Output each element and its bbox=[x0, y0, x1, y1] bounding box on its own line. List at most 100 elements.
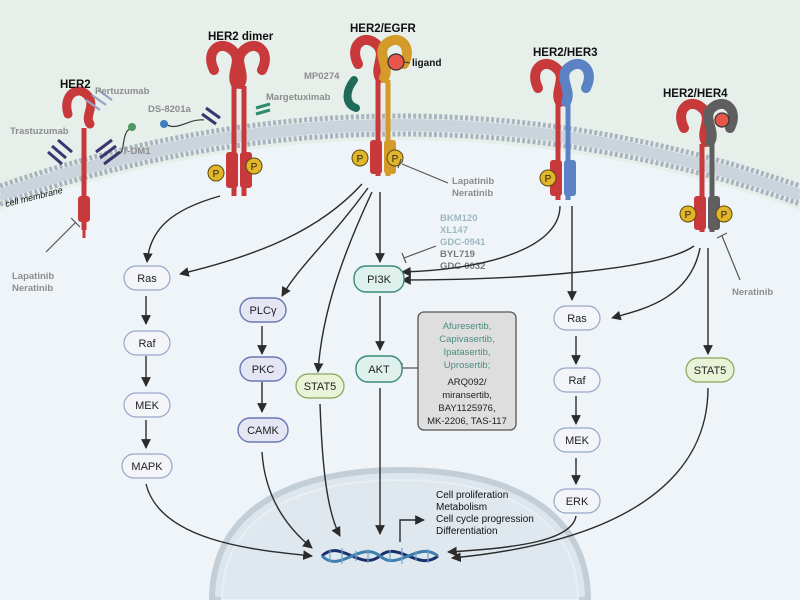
svg-text:BKM120: BKM120 bbox=[440, 213, 478, 224]
node-erk: ERK bbox=[553, 488, 601, 514]
node-raf-left: Raf bbox=[123, 330, 171, 356]
svg-text:STAT5: STAT5 bbox=[304, 381, 337, 393]
phospho-icon: P bbox=[539, 169, 557, 187]
phospho-icon: P bbox=[679, 205, 697, 223]
mp0274-binder-icon bbox=[343, 76, 360, 112]
phospho-icon: P bbox=[245, 157, 263, 175]
svg-text:Differentiation: Differentiation bbox=[436, 526, 498, 537]
node-plcg: PLCγ bbox=[239, 297, 287, 323]
inhibition-line-center bbox=[397, 158, 449, 184]
svg-text:Neratinib: Neratinib bbox=[452, 188, 493, 199]
phospho-icon: P bbox=[351, 149, 369, 167]
signal-arrows bbox=[141, 183, 713, 563]
svg-text:PI3K: PI3K bbox=[367, 274, 392, 286]
phospho-markers: P P P P P P P bbox=[207, 149, 733, 223]
phospho-icon: P bbox=[207, 164, 225, 182]
nucleus bbox=[208, 466, 592, 600]
margetuximab-antibody-icon bbox=[255, 102, 271, 116]
tdm1-label: T-DM1 bbox=[122, 146, 151, 157]
her2-egfr-title: HER2/EGFR bbox=[350, 23, 417, 35]
svg-text:Afuresertib,: Afuresertib, bbox=[443, 321, 492, 332]
akt-inhibitors-box: Afuresertib, Capivasertib, Ipatasertib, … bbox=[417, 311, 517, 431]
tdm1-payload-icon bbox=[128, 123, 136, 131]
node-ras-left: Ras bbox=[123, 265, 171, 291]
pertuzumab-antibody-icon bbox=[85, 89, 113, 111]
trastuzumab-antibody-icon bbox=[47, 138, 121, 166]
node-ras-right: Ras bbox=[553, 305, 601, 331]
node-raf-right: Raf bbox=[553, 367, 601, 393]
svg-text:Lapatinib: Lapatinib bbox=[452, 176, 494, 187]
svg-text:Neratinib: Neratinib bbox=[12, 283, 53, 294]
her2-title: HER2 bbox=[60, 79, 91, 91]
lapatinib-neratinib-center-label: Lapatinib Neratinib bbox=[452, 176, 494, 199]
inhibition-line-right bbox=[716, 232, 741, 281]
svg-text:PLCγ: PLCγ bbox=[250, 305, 277, 317]
svg-text:Ras: Ras bbox=[137, 273, 157, 285]
cellular-outcomes: Cell proliferation Metabolism Cell cycle… bbox=[436, 490, 534, 537]
svg-text:ARQ092/: ARQ092/ bbox=[447, 377, 486, 388]
svg-text:P: P bbox=[685, 210, 692, 221]
ligand-label: ligand bbox=[412, 58, 441, 69]
svg-text:miransertib,: miransertib, bbox=[442, 390, 492, 401]
svg-text:Ras: Ras bbox=[567, 313, 587, 325]
margetuximab-label: Margetuximab bbox=[266, 92, 331, 103]
svg-text:ERK: ERK bbox=[566, 496, 589, 508]
svg-text:Cell proliferation: Cell proliferation bbox=[436, 490, 508, 501]
ds8201a-antibody-icon bbox=[201, 106, 221, 126]
her2-receptor bbox=[62, 86, 96, 238]
svg-text:P: P bbox=[392, 154, 399, 165]
svg-text:Lapatinib: Lapatinib bbox=[12, 271, 54, 282]
ds8201a-payload-icon bbox=[160, 120, 168, 128]
pertuzumab-label: Pertuzumab bbox=[95, 86, 150, 97]
svg-text:MK-2206, TAS-117: MK-2206, TAS-117 bbox=[427, 416, 507, 427]
inhibition-line-pi3k bbox=[401, 245, 437, 264]
ds8201a-label: DS-8201a bbox=[148, 104, 191, 115]
node-mapk: MAPK bbox=[121, 453, 173, 479]
svg-text:AKT: AKT bbox=[368, 364, 390, 376]
phospho-icon: P bbox=[715, 205, 733, 223]
her2-her4-title: HER2/HER4 bbox=[663, 88, 728, 100]
node-stat5-center: STAT5 bbox=[295, 373, 345, 399]
node-pi3k: PI3K bbox=[353, 265, 405, 293]
svg-text:Uprosertib;: Uprosertib; bbox=[444, 360, 490, 371]
neratinib-right-label: Neratinib bbox=[732, 287, 773, 298]
svg-text:Raf: Raf bbox=[138, 338, 156, 350]
svg-text:P: P bbox=[545, 174, 552, 185]
svg-text:MEK: MEK bbox=[135, 400, 160, 412]
node-akt: AKT bbox=[355, 355, 403, 383]
her2-her3-receptor bbox=[530, 59, 594, 200]
svg-text:Cell cycle progression: Cell cycle progression bbox=[436, 514, 534, 525]
dna-helix-icon bbox=[320, 548, 439, 564]
node-mek-right: MEK bbox=[553, 427, 601, 453]
lapatinib-neratinib-left-label: Lapatinib Neratinib bbox=[12, 271, 54, 294]
mp0274-label: MP0274 bbox=[304, 71, 340, 82]
node-pkc: PKC bbox=[239, 356, 287, 382]
svg-text:BYL719: BYL719 bbox=[440, 249, 475, 260]
trastuzumab-label: Trastuzumab bbox=[10, 126, 69, 137]
svg-text:CAMK: CAMK bbox=[247, 425, 279, 437]
ligand-icon bbox=[387, 53, 405, 71]
phospho-icon: P bbox=[386, 149, 404, 167]
svg-text:P: P bbox=[251, 162, 258, 173]
her2-dimer-receptor bbox=[206, 41, 270, 196]
svg-text:BAY1125976,: BAY1125976, bbox=[438, 403, 495, 414]
node-mek-left: MEK bbox=[123, 392, 171, 418]
svg-text:GDC-0941: GDC-0941 bbox=[440, 237, 486, 248]
her2-her4-receptor bbox=[676, 99, 738, 232]
ds8201a-linker bbox=[165, 119, 205, 128]
svg-text:XL147: XL147 bbox=[440, 225, 468, 236]
svg-text:P: P bbox=[721, 210, 728, 221]
svg-text:P: P bbox=[213, 169, 220, 180]
her2-dimer-title: HER2 dimer bbox=[208, 31, 274, 43]
her2-her3-title: HER2/HER3 bbox=[533, 47, 598, 59]
svg-text:PKC: PKC bbox=[252, 364, 275, 376]
outcome-arrow bbox=[399, 515, 425, 542]
inhibition-line-left bbox=[45, 217, 81, 253]
svg-text:Metabolism: Metabolism bbox=[436, 502, 487, 513]
svg-text:STAT5: STAT5 bbox=[694, 365, 727, 377]
node-camk: CAMK bbox=[237, 417, 289, 443]
svg-text:MEK: MEK bbox=[565, 435, 590, 447]
svg-text:Capivasertib,: Capivasertib, bbox=[439, 334, 494, 345]
